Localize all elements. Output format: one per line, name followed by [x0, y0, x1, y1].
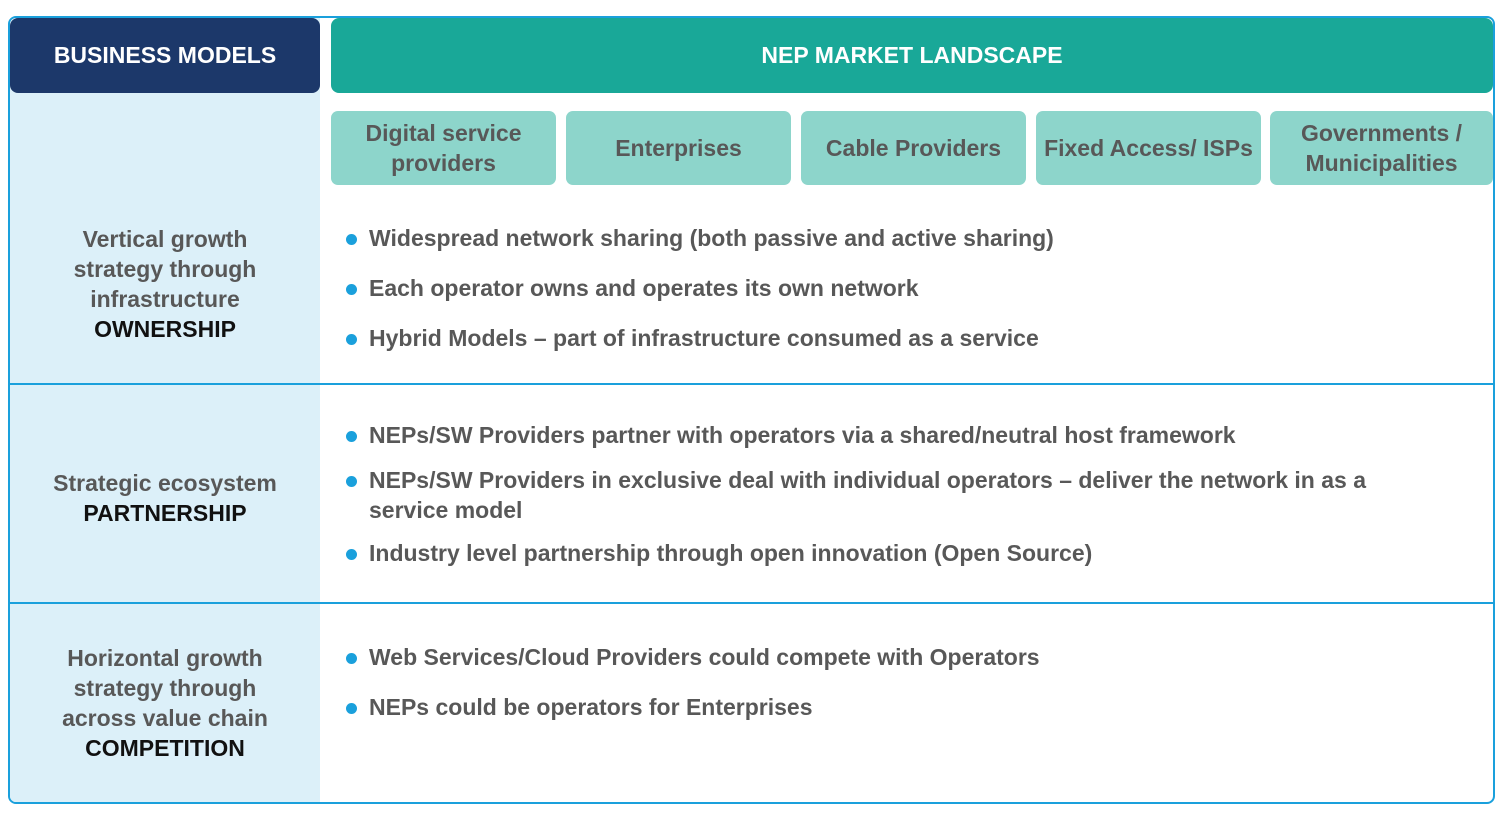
model-keyword: OWNERSHIP	[94, 316, 236, 342]
row-divider	[10, 602, 1493, 604]
ownership-bullets: Widespread network sharing (both passive…	[346, 223, 1054, 353]
model-description: Horizontal growth strategy through acros…	[62, 645, 268, 731]
business-models-column	[10, 18, 320, 802]
bullet-text: Hybrid Models – part of infrastructure c…	[369, 325, 1039, 351]
bullet-text: Each operator owns and operates its own …	[369, 275, 919, 301]
bullet-icon	[346, 284, 357, 295]
list-item: Web Services/Cloud Providers could compe…	[346, 642, 1040, 672]
segment-digital-service-providers: Digital service providers	[331, 111, 556, 185]
list-item: Each operator owns and operates its own …	[346, 273, 1054, 303]
segment-enterprises: Enterprises	[566, 111, 791, 185]
model-description: Strategic ecosystem	[53, 470, 277, 496]
bullet-icon	[346, 653, 357, 664]
partnership-bullets: NEPs/SW Providers partner with operators…	[346, 420, 1369, 568]
model-description: Vertical growth strategy through infrast…	[73, 226, 257, 312]
bullet-icon	[346, 703, 357, 714]
bullet-icon	[346, 476, 357, 487]
bullet-icon	[346, 431, 357, 442]
bullet-text: Industry level partnership through open …	[369, 540, 1093, 566]
bullet-icon	[346, 549, 357, 560]
competition-bullets: Web Services/Cloud Providers could compe…	[346, 642, 1040, 722]
model-keyword: COMPETITION	[85, 735, 245, 761]
row-divider	[10, 383, 1493, 385]
model-ownership: Vertical growth strategy through infrast…	[10, 224, 320, 344]
bullet-text: Web Services/Cloud Providers could compe…	[369, 644, 1040, 670]
list-item: NEPs/SW Providers partner with operators…	[346, 420, 1369, 450]
list-item: Industry level partnership through open …	[346, 538, 1369, 568]
bullet-icon	[346, 234, 357, 245]
segment-fixed-access-isps: Fixed Access/ ISPs	[1036, 111, 1261, 185]
nep-market-landscape-header: NEP MARKET LANDSCAPE	[331, 18, 1493, 93]
list-item: Widespread network sharing (both passive…	[346, 223, 1054, 253]
model-partnership: Strategic ecosystem PARTNERSHIP	[10, 468, 320, 528]
bullet-icon	[346, 334, 357, 345]
model-keyword: PARTNERSHIP	[83, 500, 247, 526]
bullet-text: NEPs/SW Providers partner with operators…	[369, 422, 1236, 448]
segment-cable-providers: Cable Providers	[801, 111, 1026, 185]
model-competition: Horizontal growth strategy through acros…	[10, 643, 320, 763]
list-item: NEPs could be operators for Enterprises	[346, 692, 1040, 722]
business-models-header: BUSINESS MODELS	[10, 18, 320, 93]
landscape-table: BUSINESS MODELS NEP MARKET LANDSCAPE Dig…	[8, 16, 1495, 804]
bullet-text: NEPs could be operators for Enterprises	[369, 694, 813, 720]
bullet-text: Widespread network sharing (both passive…	[369, 225, 1054, 251]
bullet-text: NEPs/SW Providers in exclusive deal with…	[369, 467, 1366, 523]
segment-governments: Governments / Municipalities	[1270, 111, 1493, 185]
list-item: Hybrid Models – part of infrastructure c…	[346, 323, 1054, 353]
list-item: NEPs/SW Providers in exclusive deal with…	[346, 465, 1369, 525]
